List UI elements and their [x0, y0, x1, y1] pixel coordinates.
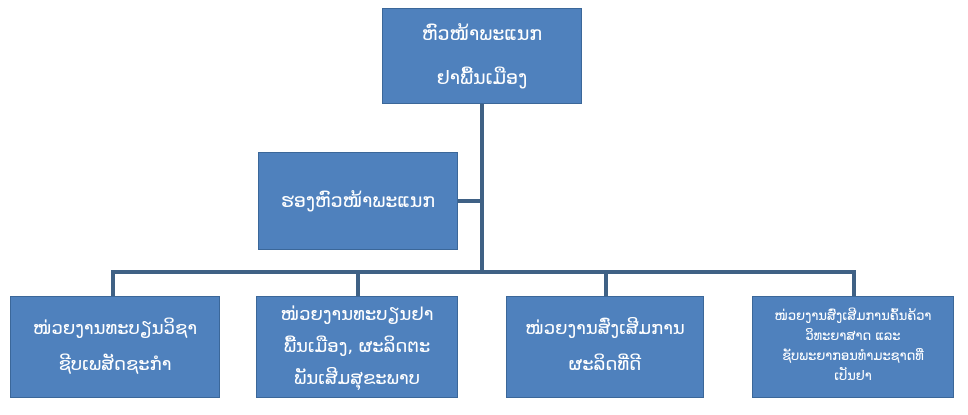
- head-title-line-2: ຢາພື້ນເມືອງ: [436, 67, 528, 89]
- unit-4-line-1: ໜ່ວຍງານສົ່ງເສີມການຄົ້ນຄ້ວາ: [774, 309, 932, 324]
- deputy-head-box: ຮອງຫົວໜ້າພະແນກ: [258, 152, 458, 250]
- head-of-department-box: ຫົວໜ້າພະແນກ ຢາພື້ນເມືອງ: [382, 8, 582, 104]
- unit-box-traditional-medicine-registration: ໜ່ວຍງານທະບຽນຢາ ພື້ນເມືອງ, ຜະລິດຕະ ພັນເສີ…: [256, 296, 458, 398]
- unit-4-line-4: ເປັນຢາ: [834, 369, 872, 384]
- unit-box-good-manufacturing: ໜ່ວຍງານສົ່ງເສີມການ ຜະລິດທີ່ດີ: [506, 296, 704, 398]
- unit-1-line-1: ໜ່ວຍງານທະບຽນວິຊາ: [32, 318, 198, 339]
- unit-4-line-3: ຊັບພະຍາກອນທຳມະຊາດທີ່: [782, 349, 924, 364]
- deputy-title: ຮອງຫົວໜ້າພະແນກ: [280, 190, 436, 212]
- unit-4-line-2: ວິທະຍາສາດ ແລະ: [805, 329, 901, 344]
- unit-3-line-1: ໜ່ວຍງານສົ່ງເສີມການ: [525, 318, 685, 339]
- unit-3-line-2: ຜະລິດທີ່ດີ: [568, 354, 642, 375]
- unit-box-registration-pharmacy: ໜ່ວຍງານທະບຽນວິຊາ ຊີບເພສັດຊະກຳ: [10, 296, 220, 398]
- head-title-line-1: ຫົວໜ້າພະແນກ: [421, 23, 543, 45]
- unit-2-line-1: ໜ່ວຍງານທະບຽນຢາ: [280, 304, 434, 325]
- unit-2-line-3: ພັນເສີມສຸຂະພາບ: [294, 368, 420, 389]
- unit-1-line-2: ຊີບເພສັດຊະກຳ: [58, 354, 172, 375]
- unit-box-research-promotion: ໜ່ວຍງານສົ່ງເສີມການຄົ້ນຄ້ວາ ວິທະຍາສາດ ແລະ…: [752, 296, 954, 398]
- unit-2-line-2: ພື້ນເມືອງ, ຜະລິດຕະ: [283, 336, 431, 357]
